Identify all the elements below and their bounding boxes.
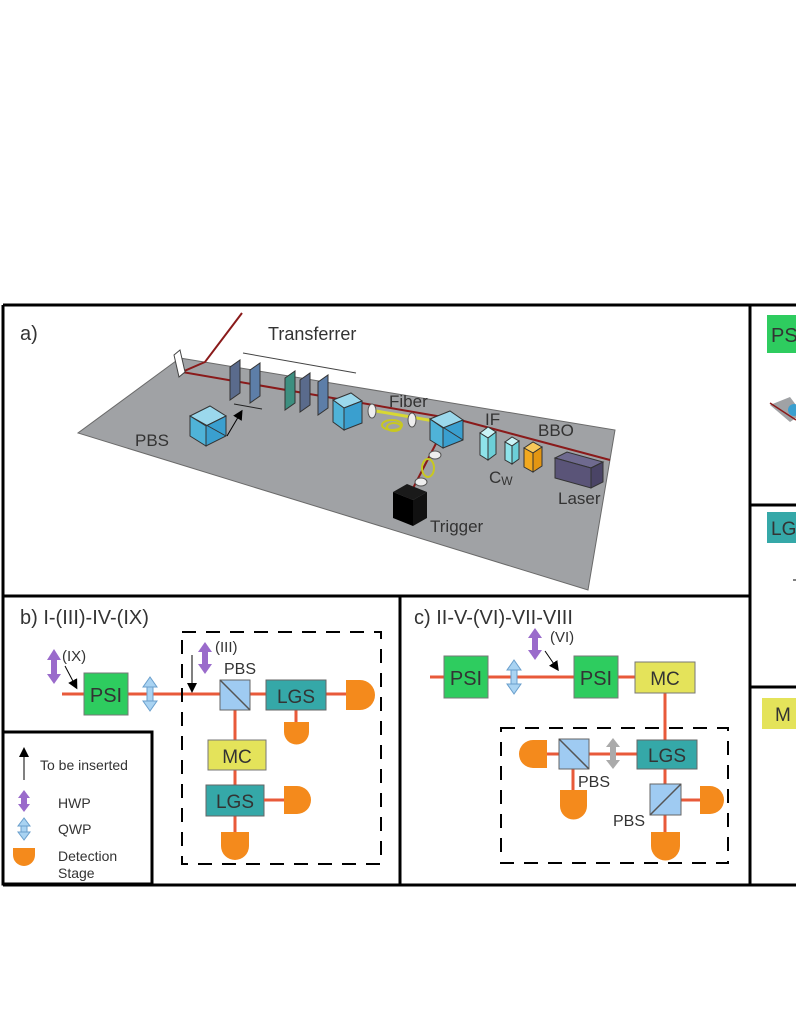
legend: To be inserted HWP QWP Detection Stage: [1, 730, 154, 886]
legend-detection-line2: Stage: [58, 865, 95, 881]
main-pbs-cube: [428, 410, 465, 449]
insert-arrow-vi: [544, 650, 559, 672]
detector-b-right: [346, 680, 375, 710]
legend-insert-label: To be inserted: [40, 757, 128, 773]
insert-arrow-a: [226, 409, 243, 437]
mc-label-b: MC: [222, 747, 252, 768]
lgs-box-c: [636, 739, 698, 770]
qwp-icon-b: [142, 676, 158, 712]
lgs-box-right-crop: [767, 512, 796, 543]
cw-main: C: [489, 468, 501, 487]
pbs-cube-a: [188, 405, 228, 447]
right-top-label: PS: [771, 325, 796, 347]
psi-box-right-crop: [767, 315, 796, 353]
legend-hwp-label: HWP: [58, 795, 91, 811]
right-middle-label: LG: [771, 519, 796, 540]
cw-label: CW: [489, 468, 513, 488]
bbo-label: BBO: [538, 421, 574, 440]
legend-qwp-label: QWP: [58, 821, 91, 837]
pbs-label-a: PBS: [135, 431, 169, 450]
cw-crystal: [504, 436, 520, 465]
qwp-icon-c: [506, 659, 522, 695]
pbs-label-c-right: PBS: [613, 813, 645, 830]
detector-c-left: [519, 740, 547, 768]
psi-label-b: PSI: [90, 685, 122, 707]
panel-c-label: c) II-V-(VI)-VII-VIII: [414, 607, 573, 629]
end-mirror: [173, 349, 186, 378]
pbs-label-b: PBS: [224, 661, 256, 678]
lgs-label-b-bottom: LGS: [216, 792, 254, 813]
psi-box-c-left: [443, 655, 489, 699]
panel-b-dashed-box: [181, 631, 382, 865]
trigger-fiber: [414, 450, 442, 487]
trigger-detector: [393, 484, 427, 526]
panel-a-label: a): [20, 323, 38, 345]
hwp-grey-icon: [606, 738, 620, 769]
detector-c-right: [700, 786, 724, 814]
pbs-icon-b: [219, 679, 251, 711]
transferrer-bracket: [242, 352, 357, 374]
mc-box-b: [207, 739, 267, 771]
ix-label: (IX): [62, 648, 86, 665]
fiber-beam: [369, 408, 441, 424]
optical-table: [76, 357, 616, 591]
right-panels: PS LG M: [762, 315, 796, 729]
detector-b-under-lgs: [284, 722, 309, 745]
legend-qwp-icon: [17, 817, 31, 841]
psi-box-b: [83, 672, 129, 716]
pbs-label-c-left: PBS: [578, 774, 610, 791]
vi-label: (VI): [550, 629, 574, 646]
psi-label-c-right: PSI: [580, 668, 612, 690]
cw-subscript: W: [501, 474, 513, 488]
mc-box-right-crop: [762, 698, 796, 729]
detector-c-bottom: [651, 832, 680, 861]
pbs-icon-c-right: [649, 783, 682, 816]
laser-label: Laser: [558, 489, 601, 508]
mc-box-c: [634, 661, 696, 694]
legend-hwp-icon: [18, 790, 30, 812]
right-cropped-optics: [769, 397, 796, 422]
lgs-box-b-top: [265, 679, 327, 711]
pbs-icon-c-left: [558, 738, 590, 770]
if-filter: [479, 426, 497, 461]
detector-b-lgs-right: [284, 786, 311, 814]
hwp-vi-icon: [528, 628, 542, 660]
legend-detection-line1: Detection: [58, 848, 117, 864]
insert-arrow-ix: [64, 665, 78, 690]
psi-box-c-right: [573, 655, 619, 699]
panel-a: a): [20, 312, 616, 591]
detector-c-left-bottom: [560, 790, 587, 820]
transferrer-label: Transferrer: [268, 324, 356, 344]
laser-box: [553, 451, 605, 489]
trigger-label: Trigger: [430, 517, 484, 536]
panel-c-dashed-box: [500, 727, 729, 864]
transferrer-plates: [229, 359, 329, 416]
mc-label-c: MC: [650, 669, 680, 690]
lgs-label-b-top: LGS: [277, 687, 315, 708]
iii-label: (III): [215, 639, 238, 656]
fiber-label: Fiber: [389, 392, 428, 411]
transferrer-pbs-cube: [331, 392, 364, 431]
panel-b: b) I-(III)-IV-(IX) (IX) PSI: [20, 607, 382, 865]
fiber-coupler: [367, 403, 417, 432]
psi-label-c-left: PSI: [450, 668, 482, 690]
legend-detector-icon: [13, 848, 35, 866]
hwp-ix-icon: [47, 649, 61, 684]
detector-b-bottom: [221, 832, 249, 860]
translation-bar: [233, 403, 263, 410]
panel-b-label: b) I-(III)-IV-(IX): [20, 607, 149, 629]
if-label: IF: [485, 410, 500, 429]
lgs-label-c: LGS: [648, 746, 686, 767]
hwp-iii-icon: [198, 642, 212, 674]
right-bottom-label: M: [775, 705, 791, 726]
bbo-crystal: [523, 441, 543, 473]
panel-c: c) II-V-(VI)-VII-VIII PSI (VI): [414, 607, 729, 864]
